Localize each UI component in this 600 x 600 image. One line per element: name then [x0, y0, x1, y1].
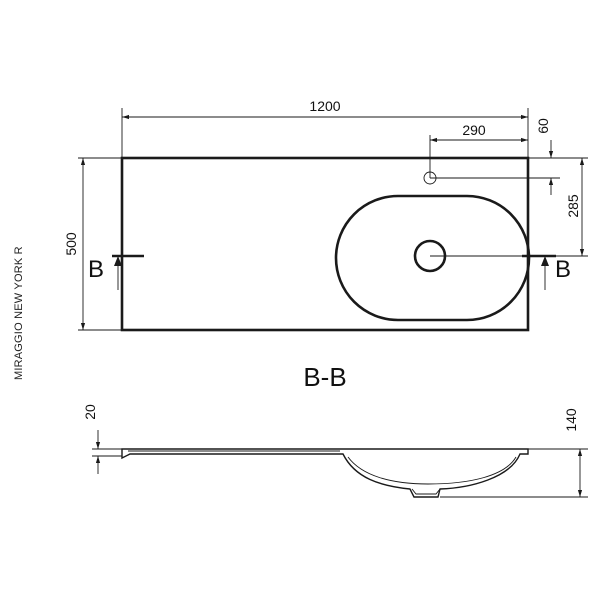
dim-tap-offset: 290: [429, 122, 528, 178]
dim-drain-from-back: 285: [430, 157, 588, 257]
dim-total-width: 1200: [121, 98, 529, 158]
dim-basin-height: 140: [440, 408, 588, 498]
top-view: [120, 156, 531, 332]
section-view: [121, 448, 529, 498]
dim-total-depth-label: 500: [63, 232, 79, 256]
section-marker-left: B: [88, 254, 144, 290]
basin-inner-curve: [347, 456, 517, 485]
section-marker-right-label: B: [555, 256, 571, 283]
dim-total-depth: 500: [63, 157, 122, 331]
dim-drain-from-back-label: 285: [565, 194, 581, 218]
section-title: B-B: [303, 362, 346, 392]
dim-tap-offset-label: 290: [462, 122, 486, 138]
dim-tap-from-back-label: 60: [535, 118, 551, 134]
section-marker-left-label: B: [88, 256, 104, 283]
countertop-outline: [120, 156, 530, 332]
basin-oval: [334, 194, 531, 322]
dim-basin-height-label: 140: [563, 408, 579, 432]
dim-total-width-label: 1200: [309, 98, 340, 114]
dim-slab-thickness: 20: [82, 404, 122, 474]
slab-section: [121, 448, 529, 498]
dim-tap-from-back: 60: [430, 118, 560, 195]
dim-slab-thickness-label: 20: [82, 404, 98, 420]
section-marker-right: B: [522, 254, 571, 290]
model-name: MIRAGGIO NEW YORK R: [13, 246, 25, 380]
